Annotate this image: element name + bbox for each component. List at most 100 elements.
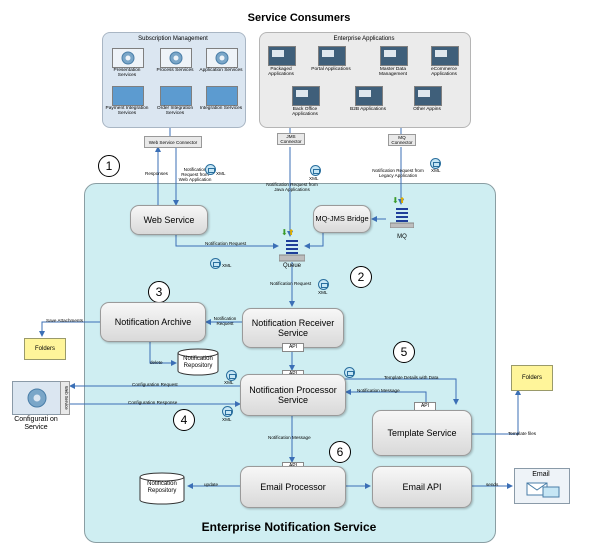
subscription-item: Presentation Services	[113, 68, 141, 79]
email-icon	[514, 468, 570, 504]
update-label: update	[204, 482, 219, 487]
window-icon	[380, 46, 408, 66]
folders-right-icon: Folders	[511, 365, 553, 391]
email-label: Email	[532, 471, 550, 478]
application-item: Other Appins	[413, 107, 441, 112]
notification-message-label: Notification Message	[268, 435, 311, 440]
configuration-service-icon	[12, 381, 62, 415]
window-icon	[355, 86, 383, 106]
xml-label: XML	[431, 168, 441, 173]
notification-request-legacy-label: Notification Request from Legacy Applica…	[372, 168, 424, 179]
folders-left-icon: Folders	[24, 338, 66, 360]
screen-icon	[112, 86, 144, 106]
mq-arrow-icons: ⬇⬆	[392, 196, 406, 205]
notification-request-label: Notification Request	[213, 316, 237, 327]
xml-label: XML	[222, 417, 232, 422]
xml-message-icon	[344, 367, 355, 378]
responses-label: Responses	[145, 171, 168, 176]
queue-arrow-icons: ⬇⬆	[281, 228, 295, 237]
notification-request-java-label: Notification Request from Java Applicati…	[266, 182, 318, 193]
screen-icon	[206, 86, 238, 106]
notification-request-label: Notification Request	[205, 241, 247, 246]
screen-icon	[160, 86, 192, 106]
xml-message-icon	[210, 258, 221, 269]
subscription-item: Order Integration Services	[156, 106, 194, 117]
application-item: Back Office Applications	[292, 107, 318, 118]
gear-icon	[206, 48, 238, 68]
service-consumers-title: Service Consumers	[247, 12, 351, 24]
xml-label: XML	[224, 380, 234, 385]
xml-message-icon	[226, 370, 237, 381]
email-repository-label: Notification Repository	[147, 481, 177, 494]
sends-label: sends	[486, 482, 499, 487]
web-service-tag: Web Service	[60, 381, 70, 415]
notification-repository-label: Notification Repository	[183, 356, 213, 369]
api-tag: API	[282, 343, 304, 352]
configuration-service-label: Configurati on Service	[14, 416, 58, 431]
step-number-3: 3	[148, 281, 170, 303]
step-number-6: 6	[329, 441, 351, 463]
gear-icon	[160, 48, 192, 68]
xml-message-icon	[205, 164, 216, 175]
notification-archive-box[interactable]: Notification Archive	[100, 302, 206, 342]
gear-icon	[112, 48, 144, 68]
email-repository-icon	[138, 472, 186, 506]
xml-message-icon	[310, 165, 321, 176]
template-service-box[interactable]: Template Service	[372, 410, 472, 456]
mq-jms-bridge-box[interactable]: MQ-JMS Bridge	[313, 205, 371, 233]
step-number-2: 2	[350, 266, 372, 288]
web-service-tag-label: Web Service	[64, 386, 69, 410]
window-icon	[292, 86, 320, 106]
subscription-item: Integration Services	[199, 106, 243, 111]
web-service-box[interactable]: Web Service	[130, 205, 208, 235]
xml-message-icon	[222, 406, 233, 417]
jms-connector: JMS Connector	[277, 133, 305, 146]
window-icon	[318, 46, 346, 66]
application-item: Packaged Applications	[268, 67, 294, 78]
mq-connector: MQ Connector	[388, 134, 416, 147]
xml-label: XML	[216, 171, 226, 176]
xml-label: XML	[222, 263, 232, 268]
notification-processor-service-box[interactable]: Notification Processor Service	[240, 374, 346, 416]
queue-label: Queue	[282, 263, 301, 269]
step-number-1: 1	[98, 155, 120, 177]
subscription-item: Process Services	[156, 68, 194, 73]
configuration-response-label: Configuration Response	[128, 400, 178, 405]
mq-icon	[390, 204, 414, 228]
application-item: Portal Applications	[311, 67, 351, 72]
xml-label: XML	[309, 176, 319, 181]
window-icon	[268, 46, 296, 66]
email-processor-box[interactable]: Email Processor	[240, 466, 346, 508]
subscription-management-title: Subscription Management	[138, 36, 208, 42]
application-item: B2B Applications	[350, 107, 386, 112]
xml-label: XML	[318, 290, 328, 295]
notification-repository-icon	[176, 348, 220, 376]
notification-message-label: Notification Message	[357, 388, 400, 393]
xml-message-icon	[430, 158, 441, 169]
template-files-label: Template files	[508, 431, 537, 436]
window-icon	[414, 86, 442, 106]
subscription-item: Application Services	[199, 68, 243, 73]
configuration-request-label: Configuration Request	[132, 382, 178, 387]
template-details-label: Template Details with Data	[384, 375, 439, 380]
web-service-connector: Web Service Connector	[144, 136, 202, 148]
notification-request-label: Notification Request	[270, 281, 312, 286]
enterprise-notification-service-title: Enterprise Notification Service	[201, 520, 377, 534]
application-item: eCommerce Applications	[430, 67, 458, 78]
web-service-connector-label: Web Service Connector	[148, 139, 198, 145]
enterprise-applications-title: Enterprise Applications	[333, 36, 395, 42]
delete-label: delete	[150, 360, 163, 365]
xml-message-icon	[318, 279, 329, 290]
notification-receiver-service-box[interactable]: Notification Receiver Service	[242, 308, 344, 348]
queue-icon	[279, 238, 305, 262]
step-number-5: 5	[393, 341, 415, 363]
window-icon	[431, 46, 459, 66]
subscription-item: Payment Integration Services	[105, 106, 149, 117]
notification-request-web-label: Notification Request from Web Applicatio…	[178, 167, 212, 183]
email-api-box[interactable]: Email API	[372, 466, 472, 508]
mq-label: MQ	[397, 234, 407, 240]
step-number-4: 4	[173, 409, 195, 431]
application-item: Master Data Management	[379, 67, 407, 78]
save-attachments-label: Save Attachments	[46, 318, 84, 323]
